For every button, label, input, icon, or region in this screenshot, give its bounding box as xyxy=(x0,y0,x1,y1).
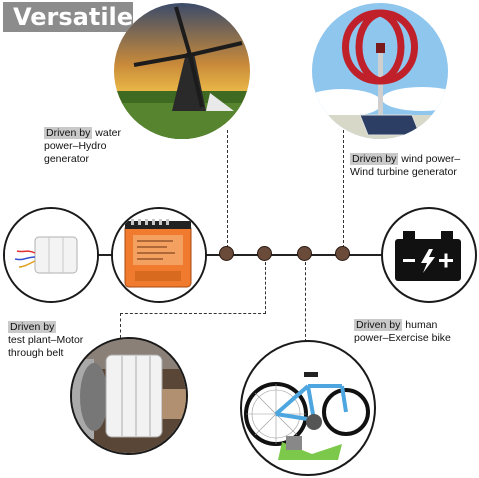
junction-node-3 xyxy=(297,246,312,261)
connection-line xyxy=(95,254,385,256)
motor-connector-v xyxy=(265,262,266,314)
bike-label: Driven by human power–Exercise bike xyxy=(354,319,472,345)
wind-turbine-icon xyxy=(312,3,448,139)
bike-driven-by: Driven by xyxy=(354,319,403,331)
hydro-connector xyxy=(227,130,228,248)
hydro-description: water power–Hydro generator xyxy=(44,127,121,165)
motor-icon xyxy=(70,337,188,455)
motor-connector-h xyxy=(120,313,266,314)
battery-icon xyxy=(381,207,477,303)
charge-controller-icon xyxy=(111,207,207,303)
hydro-driven-by: Driven by xyxy=(44,127,93,139)
motor-description: test plant–Motor through belt xyxy=(8,334,84,359)
wind-description: wind power–Wind turbine generator xyxy=(350,153,461,178)
generator-icon xyxy=(3,207,99,303)
hydro-label: Driven by water power–Hydro generator xyxy=(44,127,154,166)
junction-node-2 xyxy=(257,246,272,261)
motor-connector-v2 xyxy=(120,313,121,338)
junction-node-4 xyxy=(335,246,350,261)
wind-connector xyxy=(343,130,344,248)
page-title: Versatile xyxy=(3,2,133,32)
exercise-bike-icon xyxy=(240,340,376,476)
junction-node-1 xyxy=(219,246,234,261)
windmill-icon xyxy=(114,3,250,139)
bike-connector xyxy=(305,262,306,342)
wind-driven-by: Driven by xyxy=(350,153,399,165)
motor-driven-by: Driven by xyxy=(8,321,57,333)
wind-label: Driven by wind power–Wind turbine genera… xyxy=(350,153,465,179)
bike-description: human power–Exercise bike xyxy=(354,319,451,344)
